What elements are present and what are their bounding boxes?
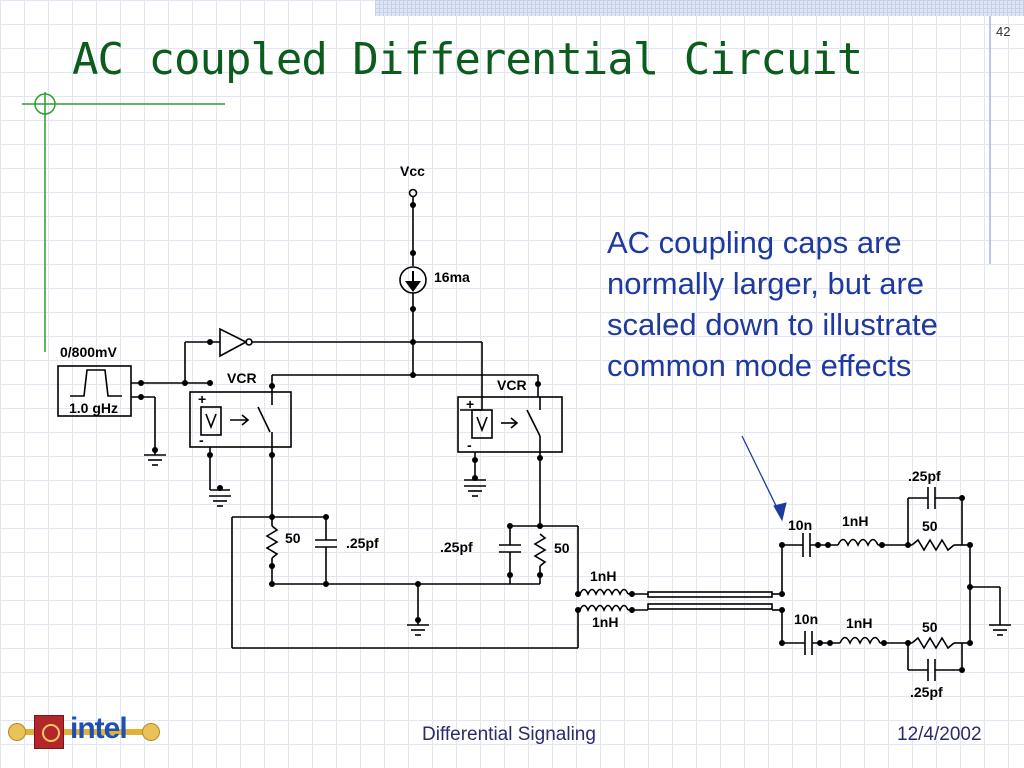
current-source-label: 16ma bbox=[434, 269, 470, 285]
rx-inductor-top-label: 1nH bbox=[842, 513, 868, 529]
source-amplitude-label: 0/800mV bbox=[60, 344, 117, 360]
slide-title: AC coupled Differential Circuit bbox=[72, 34, 863, 85]
cap-left-label: .25pf bbox=[346, 535, 379, 551]
footer-title: Differential Signaling bbox=[422, 724, 596, 745]
rx-resistor-top-label: 50 bbox=[922, 518, 938, 534]
callout-text: AC coupling caps are normally larger, bu… bbox=[607, 225, 938, 383]
inductor-top-label: 1nH bbox=[590, 568, 616, 584]
ground-icon-source bbox=[144, 454, 166, 466]
intel-logo: intel bbox=[8, 712, 160, 752]
crosshair-icon bbox=[34, 93, 56, 115]
resistor-left bbox=[265, 525, 279, 559]
callout-arrow bbox=[741, 435, 783, 519]
resistor-left-label: 50 bbox=[285, 530, 301, 546]
inductor-bottom-label: 1nH bbox=[592, 614, 618, 630]
vcc-terminal bbox=[408, 188, 418, 198]
rx-inductor-bottom bbox=[839, 636, 881, 645]
right-decor-rule bbox=[989, 16, 991, 264]
footer-date: 12/4/2002 bbox=[897, 724, 982, 745]
inductor-bottom bbox=[579, 604, 629, 612]
inverter-icon bbox=[219, 327, 248, 358]
rx-shunt-cap-bottom-label: .25pf bbox=[910, 684, 943, 700]
ground-icon-right-switch bbox=[464, 479, 486, 497]
junction-dots bbox=[138, 202, 973, 673]
logo-ball-icon bbox=[8, 723, 26, 741]
rx-resistor-top bbox=[911, 538, 955, 552]
tline-bottom bbox=[647, 603, 773, 610]
resistor-right-label: 50 bbox=[554, 540, 570, 556]
rx-inductor-bottom-label: 1nH bbox=[846, 615, 872, 631]
vcc-label: Vcc bbox=[400, 163, 425, 179]
logo-wordmark: intel bbox=[70, 712, 128, 745]
university-seal-icon bbox=[34, 715, 64, 749]
source-frequency-label: 1.0 gHz bbox=[69, 400, 118, 416]
rx-resistor-bottom-label: 50 bbox=[922, 619, 938, 635]
vcr-switch-right bbox=[457, 396, 563, 453]
inductor-top bbox=[579, 588, 629, 596]
rx-shunt-cap-top-label: .25pf bbox=[908, 468, 941, 484]
top-decor-band bbox=[375, 0, 1024, 16]
vcr-left-minus: - bbox=[199, 432, 204, 448]
logo-ball-icon bbox=[142, 723, 160, 741]
vcr-switch-left bbox=[189, 391, 292, 448]
vcr-left-label: VCR bbox=[227, 370, 257, 386]
logo-bar bbox=[8, 729, 158, 735]
current-arrow-icon bbox=[405, 281, 421, 292]
ground-icon-receiver bbox=[989, 624, 1011, 636]
rx-resistor-bottom bbox=[911, 636, 955, 650]
vcr-left-plus: + bbox=[198, 391, 206, 407]
tline-top bbox=[647, 591, 773, 598]
vcr-right-label: VCR bbox=[497, 377, 527, 393]
signal-source-box bbox=[57, 365, 132, 417]
resistor-right bbox=[533, 533, 547, 567]
page-number: 42 bbox=[996, 24, 1011, 39]
ground-icons bbox=[144, 454, 1011, 636]
ground-icon-center bbox=[407, 624, 429, 636]
rx-cap-top-label: 10n bbox=[788, 517, 812, 533]
vcr-right-minus: - bbox=[467, 437, 472, 453]
rx-cap-bottom-label: 10n bbox=[794, 611, 818, 627]
vcr-right-plus: + bbox=[466, 396, 474, 412]
cap-right-label: .25pf bbox=[440, 539, 473, 555]
ground-icon-left-switch bbox=[209, 489, 231, 507]
rx-inductor-top bbox=[837, 538, 879, 547]
